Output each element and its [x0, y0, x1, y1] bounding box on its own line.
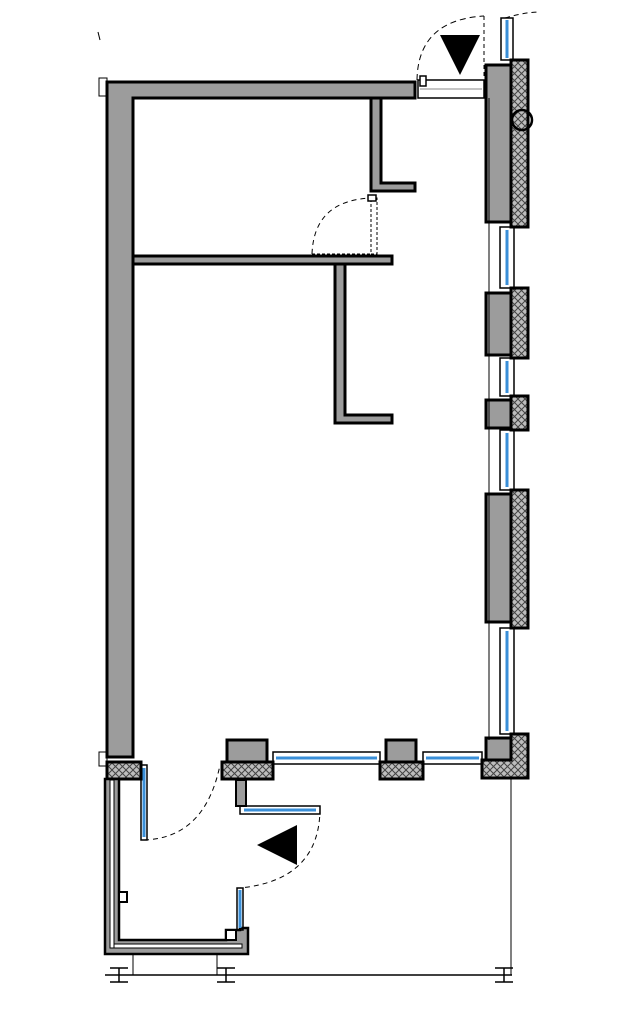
pier-3-hatch [509, 394, 530, 432]
pier-2-grey [484, 291, 513, 357]
pier-3-grey [484, 398, 513, 430]
view-marker-entry [257, 825, 297, 865]
bottom-facade [105, 738, 425, 781]
structural-walls [105, 80, 417, 759]
bottom-pier-1-grey [225, 738, 269, 764]
pier-1-grey [484, 63, 513, 224]
partition-l-shaped [333, 262, 394, 425]
left-base-hatch [105, 760, 143, 781]
corner-pier-hatch [480, 732, 530, 780]
vestibule [103, 764, 321, 956]
bottom-pier-2-grey [384, 738, 418, 764]
bottom-pier-2-hatch [378, 760, 425, 781]
dimension-line [105, 778, 513, 983]
pier-1-hatch [509, 58, 530, 229]
right-windows [488, 11, 541, 740]
right-facade [480, 58, 530, 780]
pier-4-grey [484, 492, 513, 624]
view-marker-top [440, 35, 480, 75]
interior-door [311, 194, 378, 255]
bottom-pier-1-hatch [220, 760, 275, 781]
left-edge-marks [97, 31, 108, 767]
partition-small-room [369, 96, 417, 193]
top-door [416, 15, 485, 99]
bottom-windows [272, 751, 483, 765]
pier-2-hatch [509, 286, 530, 360]
corner-pier-grey [484, 736, 513, 762]
partition-horizontal [131, 254, 394, 266]
column-circle [510, 108, 534, 132]
pier-4-hatch [509, 488, 530, 630]
